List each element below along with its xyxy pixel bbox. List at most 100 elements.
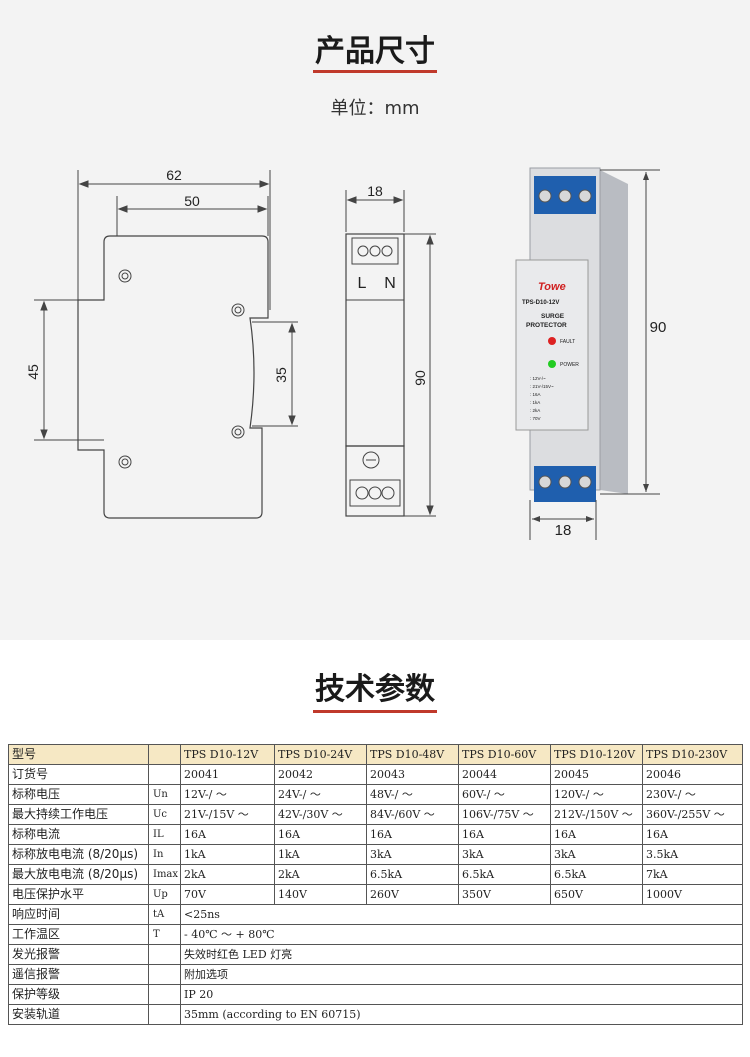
- param-value: 35mm (according to EN 60715): [180, 1004, 743, 1025]
- param-symbol: Imax: [148, 864, 181, 885]
- dim-18-side-label: 18: [367, 183, 383, 199]
- dim-90-photo-label: 90: [650, 319, 667, 336]
- param-value: 6.5kA: [550, 864, 643, 885]
- param-name: 标称放电电流 (8/20μs): [8, 844, 149, 865]
- param-value: 120V-/ ～: [550, 784, 643, 805]
- dim-45-label: 45: [25, 364, 41, 380]
- unit-label: 单位：mm: [330, 98, 420, 119]
- param-value: TPS D10-12V: [180, 744, 275, 765]
- param-value: 360V-/255V ～: [642, 804, 743, 825]
- param-name: 订货号: [8, 764, 149, 785]
- param-name: 安装轨道: [8, 1004, 149, 1025]
- label-spec-3: : 1kA: [530, 400, 540, 405]
- param-name: 遥信报警: [8, 964, 149, 985]
- label-protector: PROTECTOR: [526, 322, 567, 329]
- label-power: POWER: [560, 362, 579, 368]
- dim-35-label: 35: [273, 367, 289, 383]
- table-row: 安装轨道 35mm (according to EN 60715): [8, 1004, 743, 1025]
- param-symbol: Up: [148, 884, 181, 905]
- param-value: 1kA: [180, 844, 275, 865]
- param-value: 84V-/60V ～: [366, 804, 459, 825]
- param-symbol: [148, 1004, 181, 1025]
- param-value: 16A: [274, 824, 367, 845]
- param-value: 附加选项: [180, 964, 743, 985]
- param-symbol: [148, 764, 181, 785]
- tech-params-title-rule: [313, 710, 437, 713]
- param-value: 3kA: [366, 844, 459, 865]
- dim-62-label: 62: [166, 167, 182, 183]
- param-name: 标称电压: [8, 784, 149, 805]
- dim-18-photo-label: 18: [555, 522, 572, 539]
- param-value: IP 20: [180, 984, 743, 1005]
- param-value: 1kA: [274, 844, 367, 865]
- param-value: 650V: [550, 884, 643, 905]
- param-value: 20046: [642, 764, 743, 785]
- param-value: 260V: [366, 884, 459, 905]
- param-value: 20045: [550, 764, 643, 785]
- label-spec-2: : 16A: [530, 392, 541, 397]
- param-value: 20041: [180, 764, 275, 785]
- param-symbol: In: [148, 844, 181, 865]
- param-value: 失效时红色 LED 灯亮: [180, 944, 743, 965]
- param-value: 20042: [274, 764, 367, 785]
- table-row: 遥信报警 附加选项: [8, 964, 743, 985]
- param-name: 响应时间: [8, 904, 149, 925]
- param-symbol: [148, 964, 181, 985]
- param-value: 212V-/150V ～: [550, 804, 643, 825]
- dimension-drawings: 62 50 45 35 18 L N 90: [25, 167, 667, 540]
- param-value: 140V: [274, 884, 367, 905]
- front-outline-drawing: [34, 170, 298, 519]
- param-value: 20043: [366, 764, 459, 785]
- param-name: 电压保护水平: [8, 884, 149, 905]
- param-value: 20044: [458, 764, 551, 785]
- param-value: - 40℃ ～ + 80℃: [180, 924, 743, 945]
- label-surge: SURGE: [541, 313, 565, 320]
- label-fault: FAULT: [560, 339, 575, 345]
- param-symbol: Uc: [148, 804, 181, 825]
- param-value: 16A: [366, 824, 459, 845]
- param-name: 工作温区: [8, 924, 149, 945]
- dimensions-title-rule: [313, 70, 437, 73]
- param-symbol: tA: [148, 904, 181, 925]
- param-symbol: [148, 984, 181, 1005]
- param-value: TPS D10-60V: [458, 744, 551, 765]
- param-value: TPS D10-230V: [642, 744, 743, 765]
- dim-50-label: 50: [184, 193, 200, 209]
- param-symbol: [148, 944, 181, 965]
- param-symbol: T: [148, 924, 181, 945]
- param-value: 106V-/75V ～: [458, 804, 551, 825]
- param-name: 发光报警: [8, 944, 149, 965]
- param-value: 48V-/ ～: [366, 784, 459, 805]
- param-value: 70V: [180, 884, 275, 905]
- param-value: TPS D10-120V: [550, 744, 643, 765]
- param-value: 42V-/30V ～: [274, 804, 367, 825]
- terminal-n-label: N: [384, 275, 396, 292]
- param-value: 16A: [180, 824, 275, 845]
- param-name: 最大放电电流 (8/20μs): [8, 864, 149, 885]
- param-value: 350V: [458, 884, 551, 905]
- param-name: 标称电流: [8, 824, 149, 845]
- label-spec-1: : 21V-/15V~: [530, 384, 554, 389]
- param-value: 16A: [458, 824, 551, 845]
- param-value: 2kA: [274, 864, 367, 885]
- terminal-l-label: L: [358, 275, 367, 292]
- product-illustration: [515, 167, 660, 540]
- label-spec-5: : 70V: [530, 416, 541, 421]
- param-value: 16A: [642, 824, 743, 845]
- param-symbol: IL: [148, 824, 181, 845]
- param-value: TPS D10-24V: [274, 744, 367, 765]
- param-value: 12V-/ ～: [180, 784, 275, 805]
- param-value: 6.5kA: [458, 864, 551, 885]
- label-spec-0: : 12V-/~: [530, 376, 546, 381]
